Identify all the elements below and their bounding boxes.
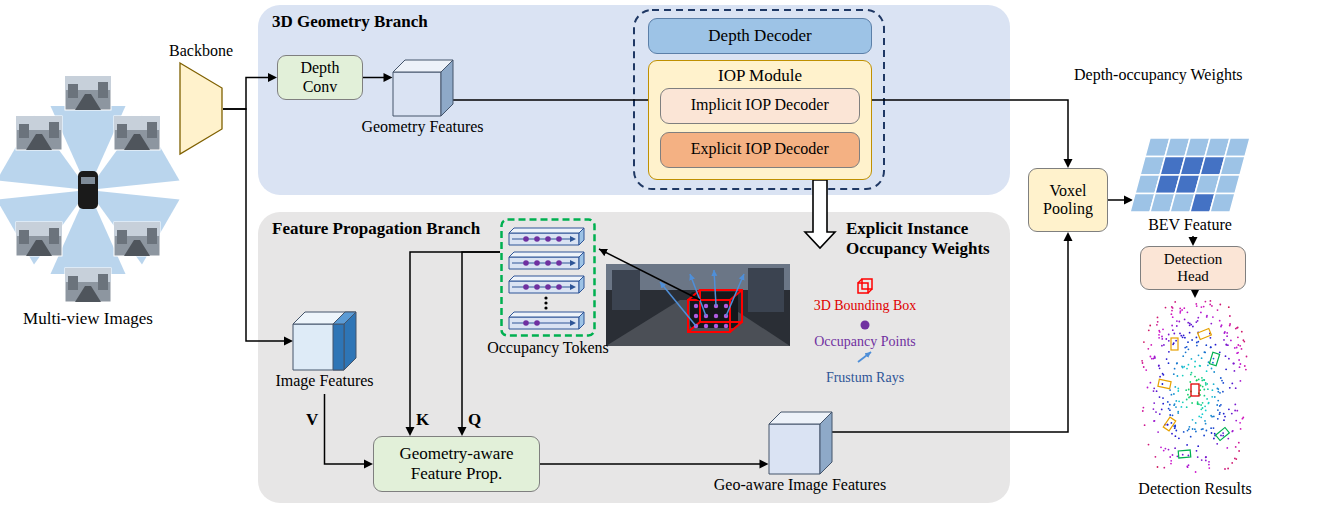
image-set: Multi-view Images bbox=[4, 72, 172, 332]
legend-label: Occupancy Points bbox=[814, 334, 915, 349]
node-label: Occupancy Tokens bbox=[487, 339, 609, 357]
node-label: Backbone bbox=[169, 42, 233, 60]
legend-label: 3D Bounding Box bbox=[814, 298, 917, 313]
bev-grid bbox=[1128, 136, 1252, 214]
process-box: Depth Conv bbox=[277, 55, 363, 100]
cube-icon bbox=[293, 312, 356, 370]
connector bbox=[1191, 289, 1200, 298]
connector bbox=[805, 180, 835, 248]
legend-entry: Occupancy Points bbox=[800, 332, 930, 350]
connector bbox=[458, 252, 501, 436]
connector bbox=[223, 73, 277, 109]
edge-label: V bbox=[306, 410, 330, 430]
feature-block: Geometry Features bbox=[350, 60, 495, 150]
legend-entry: Frustum Rays bbox=[800, 368, 930, 386]
edge-label-anchor: V bbox=[306, 410, 330, 430]
feature-block: Geo-aware Image Features bbox=[695, 412, 905, 500]
process-box: Voxel Pooling bbox=[1028, 168, 1108, 232]
connector bbox=[325, 394, 374, 469]
panel-title: 3D Geometry Branch bbox=[258, 5, 1010, 39]
node-label: Multi-view Images bbox=[23, 309, 153, 329]
edge-label: Q bbox=[468, 410, 492, 430]
decoder-box: Implicit IOP Decoder bbox=[660, 88, 860, 124]
decoder-box: Depth Decoder bbox=[648, 18, 872, 54]
edge-label: Depth-occupancy Weights bbox=[1074, 66, 1274, 84]
node-label: Voxel Pooling bbox=[1035, 182, 1101, 219]
connector bbox=[540, 460, 769, 469]
node-label: Explicit IOP Decoder bbox=[691, 140, 829, 158]
connector bbox=[872, 100, 1073, 168]
connector bbox=[1189, 236, 1198, 246]
connector bbox=[1108, 196, 1133, 205]
edge-label-anchor: K bbox=[416, 410, 440, 430]
result-block: Detection Results bbox=[1120, 298, 1270, 503]
bev-block: BEV Feature bbox=[1125, 136, 1255, 236]
cube-icon bbox=[393, 60, 453, 116]
token-stack bbox=[500, 218, 596, 337]
decoder-box: Explicit IOP Decoder bbox=[660, 132, 860, 168]
head-box: Detection Head bbox=[1140, 246, 1246, 290]
camera-views bbox=[14, 72, 162, 307]
detection-plot bbox=[1141, 298, 1249, 478]
connector bbox=[453, 100, 649, 101]
legend-entry: 3D Bounding Box bbox=[800, 296, 930, 314]
token-group: Occupancy Tokens bbox=[486, 218, 610, 368]
node-label: Image Features bbox=[275, 372, 373, 390]
edge-label-anchor: Q bbox=[468, 410, 492, 430]
node-label: Geometry-aware Feature Prop. bbox=[380, 444, 533, 483]
connector bbox=[223, 109, 293, 346]
trapezoid-icon bbox=[179, 62, 223, 155]
backbone-block: Backbone bbox=[162, 40, 240, 160]
node-label: BEV Feature bbox=[1148, 216, 1232, 234]
legend-label: Frustum Rays bbox=[826, 370, 904, 385]
edge-label: K bbox=[416, 410, 440, 430]
module-box: IOP ModuleImplicit IOP DecoderExplicit I… bbox=[648, 60, 872, 180]
node-label: Geometry Features bbox=[361, 118, 483, 136]
cube-icon bbox=[769, 412, 832, 474]
node-label: Depth Decoder bbox=[708, 26, 811, 46]
feature-block: Image Features bbox=[262, 312, 387, 394]
node-label: Detection Head bbox=[1147, 251, 1239, 286]
node-label: Detection Results bbox=[1138, 480, 1251, 498]
connector bbox=[406, 252, 501, 436]
edge-label-anchor: Explicit Instance Occupancy Weights bbox=[846, 219, 1008, 258]
node-label: Implicit IOP Decoder bbox=[691, 96, 829, 114]
node-label: Depth Conv bbox=[284, 59, 356, 96]
process-box: Geometry-aware Feature Prop. bbox=[373, 436, 540, 492]
scene-photo bbox=[606, 264, 790, 346]
connector bbox=[363, 73, 393, 82]
legend-samples bbox=[858, 279, 872, 362]
leader-arrow bbox=[599, 249, 700, 300]
node-label: IOP Module bbox=[649, 61, 871, 86]
edge-label-anchor: Depth-occupancy Weights bbox=[1074, 66, 1274, 84]
connector bbox=[832, 232, 1073, 432]
edge-label: Explicit Instance Occupancy Weights bbox=[846, 219, 1008, 258]
node-label: Geo-aware Image Features bbox=[714, 476, 886, 494]
dashed-group bbox=[634, 10, 884, 189]
